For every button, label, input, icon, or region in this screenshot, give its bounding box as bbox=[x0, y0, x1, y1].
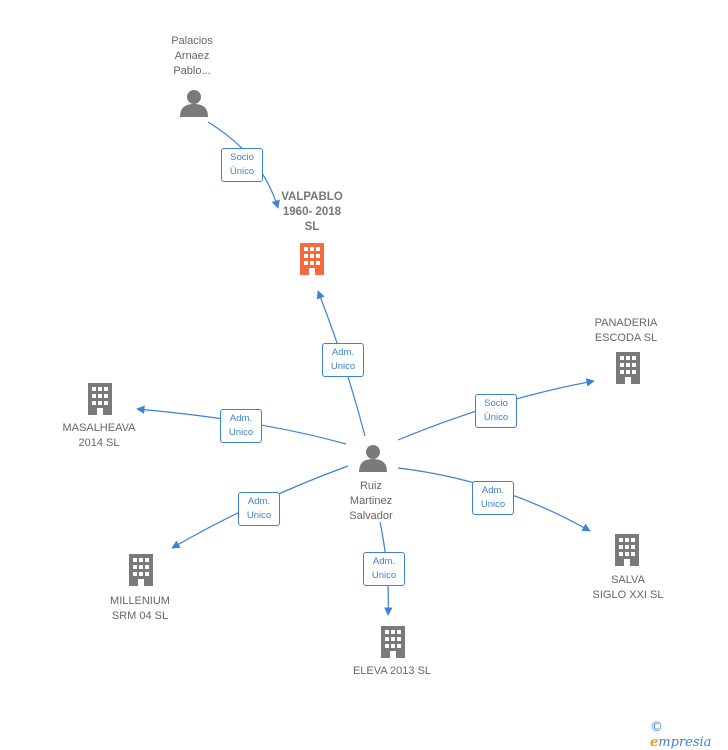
node-label-masalheava[interactable]: MASALHEAVA 2014 SL bbox=[62, 422, 136, 449]
relation-badge[interactable]: Socio Único bbox=[221, 148, 263, 182]
building-icon[interactable] bbox=[88, 383, 112, 415]
node-label-millenium[interactable]: MILLENIUM SRM 04 SL bbox=[110, 595, 170, 622]
person-icon[interactable] bbox=[359, 445, 387, 472]
node-label-valpablo[interactable]: VALPABLO 1960- 2018 SL bbox=[281, 191, 343, 233]
relation-badge[interactable]: Adm. Unico bbox=[363, 552, 405, 586]
copyright-symbol: © bbox=[650, 720, 663, 735]
building-icon[interactable] bbox=[615, 534, 639, 566]
node-label-palacios[interactable]: Palacios Arnaez Pablo... bbox=[171, 35, 213, 77]
building-icon[interactable] bbox=[381, 626, 405, 658]
relation-badge[interactable]: Socio Único bbox=[475, 394, 517, 428]
building-icon[interactable] bbox=[129, 554, 153, 586]
node-label-panaderia[interactable]: PANADERIA ESCODA SL bbox=[594, 317, 658, 344]
relation-badge[interactable]: Adm. Unico bbox=[220, 409, 262, 443]
relation-badge[interactable]: Adm. Unico bbox=[322, 343, 364, 377]
person-icon[interactable] bbox=[180, 90, 208, 117]
building-icon[interactable] bbox=[300, 243, 324, 275]
building-icon[interactable] bbox=[616, 352, 640, 384]
node-label-ruiz[interactable]: Ruiz Martinez Salvador bbox=[349, 480, 393, 522]
relation-badge[interactable]: Adm. Unico bbox=[472, 481, 514, 515]
brand-name: mpresia bbox=[658, 735, 712, 750]
relation-badge[interactable]: Adm. Unico bbox=[238, 492, 280, 526]
node-label-salva[interactable]: SALVA SIGLO XXI SL bbox=[592, 574, 664, 601]
node-label-eleva[interactable]: ELEVA 2013 SL bbox=[352, 665, 432, 677]
brand-footer: © empresia bbox=[650, 720, 728, 750]
